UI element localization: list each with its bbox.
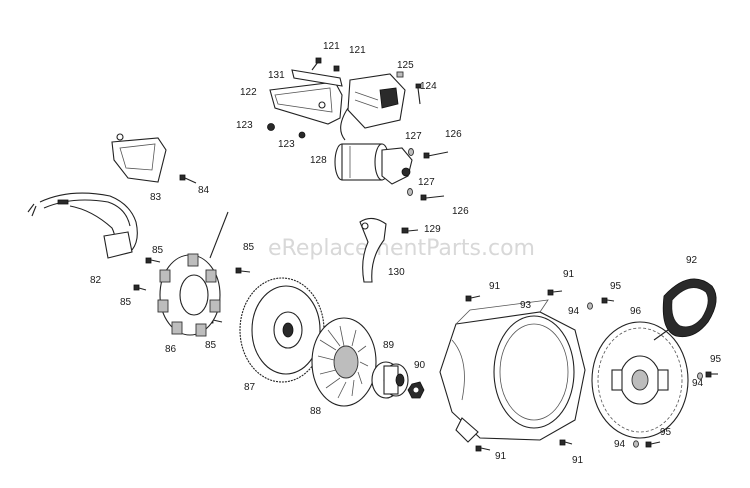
label-85a: 85 xyxy=(152,245,164,256)
flywheel-87 xyxy=(239,277,325,383)
label-127b: 127 xyxy=(418,177,435,188)
washer-94b xyxy=(697,372,703,380)
bolt-126b xyxy=(420,194,445,201)
watermark-text: eReplacementParts.com xyxy=(268,236,535,261)
part-labels: 121 121 125 131 124 122 123 123 127 126 … xyxy=(90,41,722,466)
label-95b: 95 xyxy=(710,354,722,365)
label-91c: 91 xyxy=(495,451,507,462)
screw-124 xyxy=(415,83,422,105)
label-125: 125 xyxy=(397,60,414,71)
label-129: 129 xyxy=(424,224,441,235)
label-131: 131 xyxy=(268,70,285,81)
label-87: 87 xyxy=(244,382,256,393)
label-96: 96 xyxy=(630,306,642,317)
label-90: 90 xyxy=(414,360,426,371)
bracket-131 xyxy=(291,69,343,87)
bolt-91a xyxy=(465,295,481,302)
label-126b: 126 xyxy=(452,206,469,217)
screw-121a xyxy=(311,57,322,71)
label-86: 86 xyxy=(165,344,177,355)
label-85d: 85 xyxy=(205,340,217,351)
washer-94a xyxy=(587,302,593,310)
bolt-85c xyxy=(235,267,251,274)
nut-90 xyxy=(407,381,425,399)
washer-127a xyxy=(408,148,414,156)
label-85b: 85 xyxy=(243,242,255,253)
bolt-126a xyxy=(423,151,449,159)
starter-handle-92 xyxy=(653,278,717,341)
bolt-91b xyxy=(547,289,563,296)
label-93: 93 xyxy=(520,300,532,311)
stator-86 xyxy=(157,211,229,337)
label-89: 89 xyxy=(383,340,395,351)
washer-127b xyxy=(407,188,413,196)
label-88: 88 xyxy=(310,406,322,417)
bracket-130 xyxy=(359,217,387,283)
label-94c: 94 xyxy=(614,439,626,450)
label-85c: 85 xyxy=(120,297,132,308)
bolt-85b xyxy=(133,284,147,291)
label-122: 122 xyxy=(240,87,257,98)
label-91d: 91 xyxy=(572,455,584,466)
recoil-starter-96 xyxy=(591,321,689,439)
label-83: 83 xyxy=(150,192,162,203)
label-128: 128 xyxy=(310,155,327,166)
bolt-129 xyxy=(401,227,419,234)
label-95a: 95 xyxy=(610,281,622,292)
bolt-95c xyxy=(645,441,661,448)
bolt-84 xyxy=(179,174,197,184)
label-124: 124 xyxy=(420,81,437,92)
fan-88 xyxy=(311,317,377,407)
bolt-95b xyxy=(705,371,718,378)
solenoid-block xyxy=(340,73,406,141)
label-95c: 95 xyxy=(660,427,672,438)
label-121a: 121 xyxy=(323,41,340,52)
label-84: 84 xyxy=(198,185,210,196)
label-127a: 127 xyxy=(405,131,422,142)
bolt-91d xyxy=(559,439,573,446)
nuts-123 xyxy=(267,123,306,139)
label-123b: 123 xyxy=(278,139,295,150)
starter-motor-128 xyxy=(334,143,413,185)
label-82: 82 xyxy=(90,275,102,286)
label-130: 130 xyxy=(388,267,405,278)
screw-121b xyxy=(333,65,340,72)
wire-harness-82 xyxy=(27,192,138,259)
bolt-91c xyxy=(475,445,491,452)
label-94a: 94 xyxy=(568,306,580,317)
bolt-95a xyxy=(601,297,615,304)
starter-cup-89 xyxy=(371,361,409,399)
label-123a: 123 xyxy=(236,120,253,131)
nut-125 xyxy=(396,71,404,78)
label-91b: 91 xyxy=(563,269,575,280)
washer-94c xyxy=(633,440,639,448)
label-94b: 94 xyxy=(692,378,704,389)
coil-cover-83 xyxy=(111,133,167,183)
blower-housing-93 xyxy=(439,299,586,443)
label-91a: 91 xyxy=(489,281,501,292)
bracket-122 xyxy=(269,81,343,125)
label-92: 92 xyxy=(686,255,698,266)
label-121b: 121 xyxy=(349,45,366,56)
bolt-85a xyxy=(145,257,161,264)
label-126a: 126 xyxy=(445,129,462,140)
